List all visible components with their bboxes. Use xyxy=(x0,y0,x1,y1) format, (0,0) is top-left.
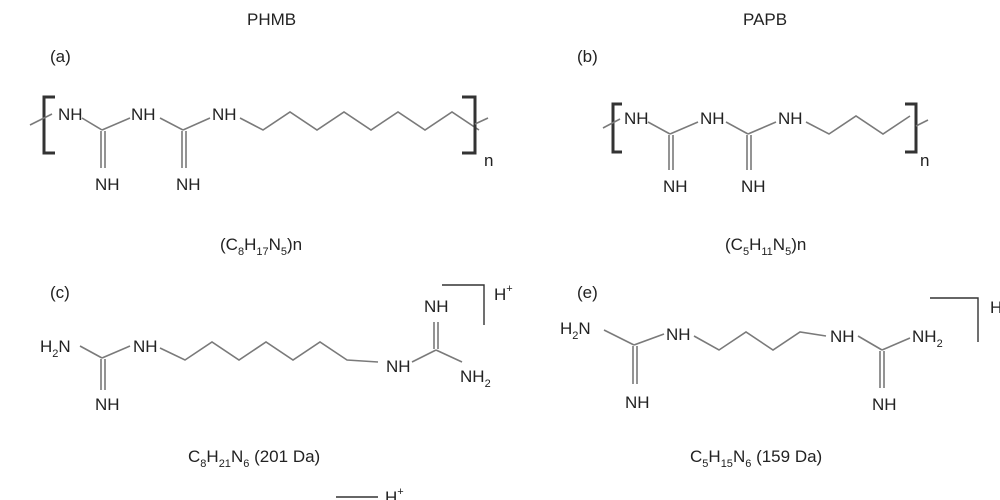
bond-terminal-right xyxy=(474,117,489,125)
panel-a: (a) NH NH NH NH NH n (C8H17N5)n xyxy=(29,47,493,258)
atom-h2n: H2N xyxy=(40,337,71,360)
panel-e: (e) H2N NH NH NH NH NH2 H C5H15N6 (159 D… xyxy=(560,283,1000,470)
bond xyxy=(647,121,671,135)
atom-nh: NH xyxy=(778,109,803,128)
panel-e-label: (e) xyxy=(577,283,598,302)
atom-nh2: NH2 xyxy=(460,367,491,390)
bond-terminal-right xyxy=(915,119,929,127)
bracket-left xyxy=(611,102,622,154)
bond-terminal-left xyxy=(602,118,621,129)
charge-bracket xyxy=(442,284,485,325)
atom-nh: NH xyxy=(872,395,897,414)
atom-nh2: NH2 xyxy=(912,327,943,350)
trimethylene-chain xyxy=(693,331,827,351)
atom-nh: NH xyxy=(741,177,766,196)
cropped-fragment: H+ xyxy=(336,486,404,500)
atom-nh: NH xyxy=(424,297,449,316)
atom-h2n: H2N xyxy=(560,319,591,342)
panel-c-label: (c) xyxy=(50,283,70,302)
heading-phmb: PHMB xyxy=(247,10,296,29)
atom-nh: NH xyxy=(625,393,650,412)
bond xyxy=(101,117,131,131)
bond xyxy=(159,117,184,131)
repeat-subscript: n xyxy=(484,151,493,170)
panel-b-label: (b) xyxy=(577,47,598,66)
charge-hplus: H+ xyxy=(494,283,513,304)
formula-e: C5H15N6 (159 Da) xyxy=(690,447,822,470)
trimethylene-chain xyxy=(805,115,911,135)
panel-a-label: (a) xyxy=(50,47,71,66)
formula-b: (C5H11N5)n xyxy=(725,235,806,258)
bond xyxy=(633,333,665,346)
atom-nh: NH xyxy=(830,327,855,346)
bond xyxy=(725,121,749,135)
bond xyxy=(411,349,437,363)
atom-nh: NH xyxy=(386,357,411,376)
atom-nh: NH xyxy=(95,175,120,194)
bond xyxy=(857,335,883,351)
bond xyxy=(435,349,463,363)
bond xyxy=(79,345,103,359)
charge-h-cropped: H xyxy=(990,298,1000,317)
panel-c: (c) H2N NH NH NH NH NH2 H+ C8H21N6 (201 … xyxy=(40,283,513,470)
hexamethylene-chain xyxy=(159,341,379,363)
bond xyxy=(101,345,131,359)
atom-nh: NH xyxy=(624,109,649,128)
atom-nh: NH xyxy=(133,337,158,356)
atom-nh: NH xyxy=(95,395,120,414)
bond xyxy=(603,329,635,346)
atom-nh: NH xyxy=(131,105,156,124)
atom-nh: NH xyxy=(663,177,688,196)
bond xyxy=(881,337,911,351)
bond-terminal-left xyxy=(29,113,53,126)
charge-hplus-cropped: H+ xyxy=(385,486,404,500)
repeat-subscript: n xyxy=(920,151,929,170)
panel-b: (b) NH NH NH NH NH n (C5H11N5)n xyxy=(577,47,929,258)
bracket-right xyxy=(462,95,477,155)
bond xyxy=(747,121,777,135)
atom-nh: NH xyxy=(700,109,725,128)
formula-c: C8H21N6 (201 Da) xyxy=(188,447,320,470)
bond xyxy=(81,117,103,131)
atom-nh: NH xyxy=(666,325,691,344)
formula-a: (C8H17N5)n xyxy=(220,235,302,258)
atom-nh: NH xyxy=(176,175,201,194)
heading-papb: PAPB xyxy=(743,10,787,29)
atom-nh: NH xyxy=(212,105,237,124)
hexamethylene-chain xyxy=(239,111,480,131)
bracket-left xyxy=(42,95,55,155)
charge-bracket xyxy=(930,297,979,342)
bond xyxy=(182,117,211,131)
bond xyxy=(669,121,699,135)
atom-nh: NH xyxy=(58,105,83,124)
bracket-right xyxy=(905,102,918,154)
